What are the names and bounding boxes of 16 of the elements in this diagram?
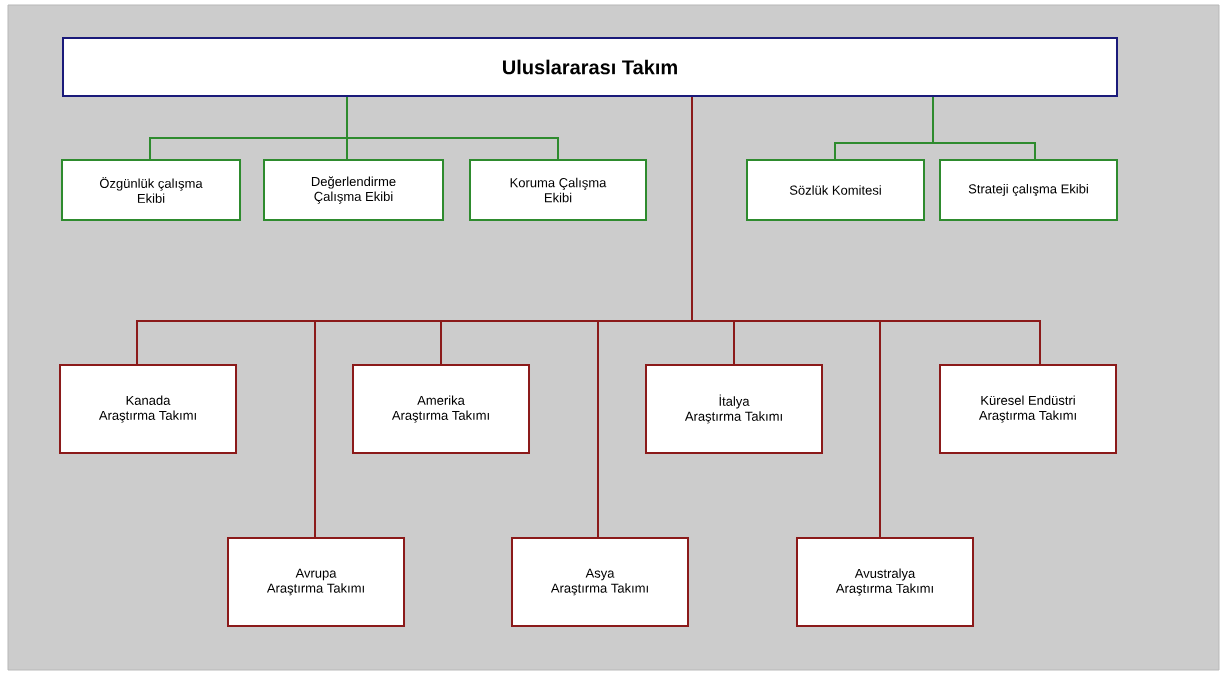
team-box: Avustralya Araştırma Takımı [796,537,974,627]
team-box: Amerika Araştırma Takımı [352,364,530,454]
team-box: İtalya Araştırma Takımı [645,364,823,454]
connector-line [932,96,1036,160]
title-box: Uluslararası Takım [62,37,1118,97]
team-box: Koruma Çalışma Ekibi [469,159,647,221]
team-box: Kanada Araştırma Takımı [59,364,237,454]
connector-line [691,96,881,538]
team-box: Sözlük Komitesi [746,159,925,221]
team-box: Strateji çalışma Ekibi [939,159,1118,221]
connector-line [346,96,559,160]
team-box: Küresel Endüstri Araştırma Takımı [939,364,1117,454]
team-box: Özgünlük çalışma Ekibi [61,159,241,221]
team-box: Değerlendirme Çalışma Ekibi [263,159,444,221]
team-box: Asya Araştırma Takımı [511,537,689,627]
team-box: Avrupa Araştırma Takımı [227,537,405,627]
